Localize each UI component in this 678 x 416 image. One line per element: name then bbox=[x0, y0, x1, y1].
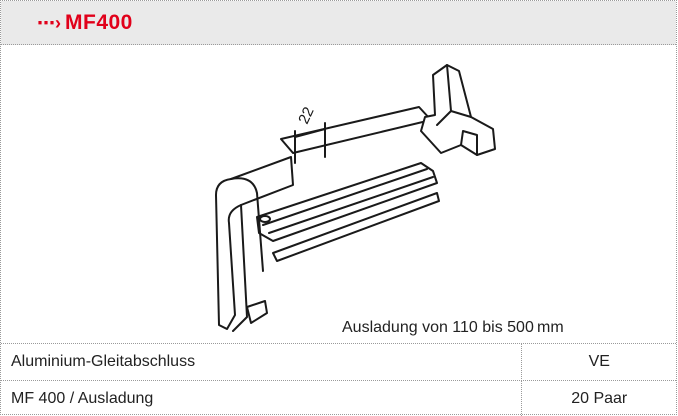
end-cap-drawing: 22 bbox=[215, 64, 496, 332]
product-title: MF400 bbox=[65, 10, 133, 34]
dimension-line bbox=[294, 128, 326, 138]
table-cell-value: 20 Paar bbox=[521, 381, 676, 416]
overhang-caption: Ausladung von 110 bis 500 mm bbox=[342, 319, 564, 336]
table-cell-label: Aluminium-Gleitabschluss bbox=[11, 352, 196, 370]
table-cell-value: VE bbox=[521, 344, 676, 379]
rear-bracket bbox=[420, 64, 496, 156]
table-cell-label: MF 400 / Ausladung bbox=[11, 389, 154, 407]
product-drawing: 22 Ausladung von 110 bis 500 mm bbox=[1, 45, 676, 343]
dotted-arrow-icon: ⋯› bbox=[37, 12, 61, 33]
dimension-label: 22 bbox=[295, 104, 317, 126]
product-header: ⋯› MF400 bbox=[1, 1, 676, 45]
table-row: MF 400 / Ausladung 20 Paar bbox=[1, 380, 676, 416]
profile-lower-lip bbox=[272, 192, 440, 262]
profile-front-body bbox=[215, 156, 294, 330]
profile-foot bbox=[246, 300, 268, 324]
table-row: Aluminium-Gleitabschluss VE bbox=[1, 343, 676, 379]
profile-hole bbox=[259, 215, 271, 223]
